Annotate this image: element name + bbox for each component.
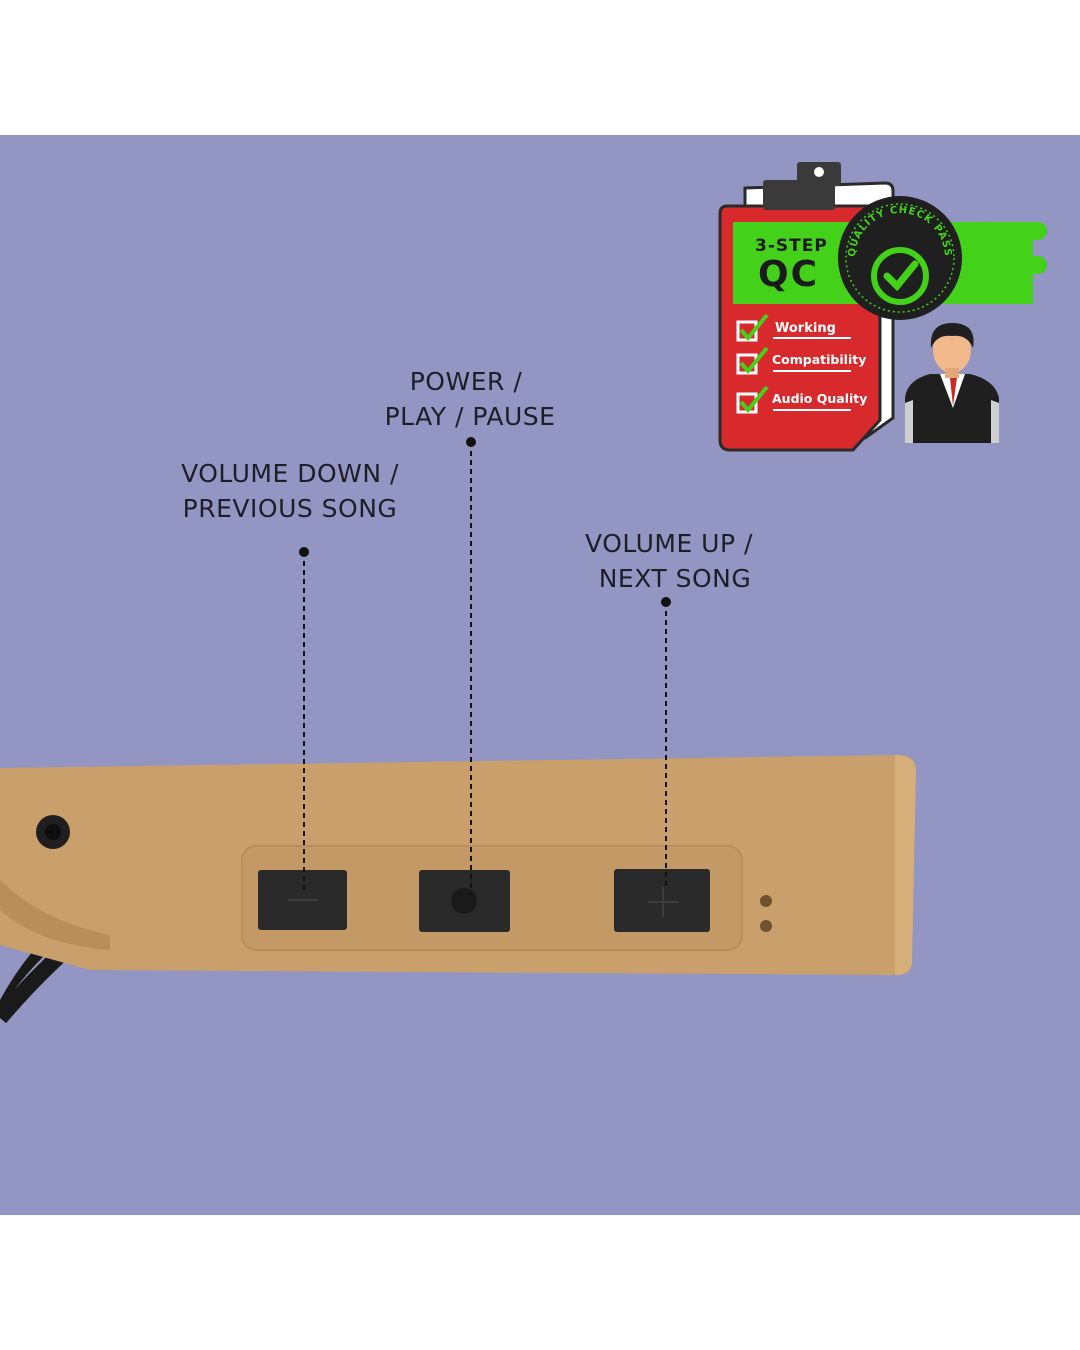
device-illustration bbox=[0, 437, 916, 1024]
volume-down-callout: VOLUME DOWN / PREVIOUS SONG bbox=[170, 456, 410, 526]
checklist-item: Audio Quality bbox=[736, 385, 867, 414]
power-callout-line1: POWER / bbox=[409, 367, 523, 396]
volume-up-callout-line2: NEXT SONG bbox=[598, 564, 752, 593]
checklist-label: Working bbox=[775, 321, 836, 336]
qc-header-large: QC bbox=[758, 254, 819, 295]
checklist-item: Working bbox=[736, 313, 851, 342]
check-circle-icon bbox=[871, 247, 929, 305]
person-icon bbox=[905, 323, 999, 443]
mic-hole bbox=[760, 895, 772, 907]
checklist-item: Compatibility bbox=[736, 346, 866, 375]
volume-down-callout-line1: VOLUME DOWN / bbox=[181, 459, 399, 488]
volume-down-callout-line2: PREVIOUS SONG bbox=[182, 494, 398, 523]
checklist: Working Compatibility Audio Quality bbox=[736, 313, 867, 414]
power-callout-line2: PLAY / PAUSE bbox=[384, 402, 556, 431]
checklist-label: Audio Quality bbox=[772, 391, 867, 406]
mic-hole bbox=[760, 920, 772, 932]
qc-header-small: 3-STEP bbox=[755, 236, 828, 256]
qc-badge: 3-STEP QC Working Compatibility Audio Qu… bbox=[718, 162, 1047, 452]
power-callout: POWER / PLAY / PAUSE bbox=[370, 364, 570, 434]
checklist-label: Compatibility bbox=[772, 352, 866, 367]
volume-up-callout-line1: VOLUME UP / bbox=[585, 529, 753, 558]
volume-up-callout: VOLUME UP / NEXT SONG bbox=[575, 526, 775, 596]
power-button-nub bbox=[451, 888, 477, 914]
quality-check-seal: QUALITY CHECK PASS bbox=[838, 196, 962, 320]
product-panel: POWER / PLAY / PAUSE VOLUME DOWN / PREVI… bbox=[0, 135, 1080, 1215]
